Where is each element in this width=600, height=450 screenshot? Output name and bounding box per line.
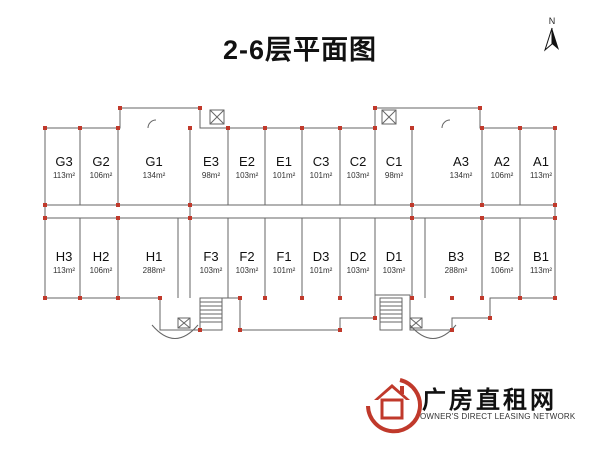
unit-id: G3 — [55, 154, 72, 169]
unit-id: A3 — [453, 154, 469, 169]
unit-area: 101m² — [310, 266, 333, 275]
unit-id: C1 — [386, 154, 403, 169]
plan-title: 2-6层平面图 — [222, 35, 378, 65]
unit-area: 134m² — [143, 171, 166, 180]
unit-id: G1 — [145, 154, 162, 169]
unit-labels: G3 113m² G2 106m² G1 134m² E3 98m² E2 103m² E1 101m… — [53, 154, 552, 275]
unit-id: H3 — [56, 249, 73, 264]
unit-id: B2 — [494, 249, 510, 264]
unit-area: 101m² — [273, 171, 296, 180]
unit-area: 106m² — [90, 171, 113, 180]
unit-area: 103m² — [347, 266, 370, 275]
unit-id: E1 — [276, 154, 292, 169]
unit-id: D3 — [313, 249, 330, 264]
brand-logo: 广房直租网 OWNER'S DIRECT LEASING NETWORK — [360, 362, 590, 442]
plan-walls — [44, 107, 556, 339]
unit-area: 98m² — [202, 171, 221, 180]
unit-area: 288m² — [143, 266, 166, 275]
unit-area: 103m² — [200, 266, 223, 275]
unit-id: F2 — [239, 249, 254, 264]
unit-area: 113m² — [53, 171, 75, 180]
unit-area: 103m² — [236, 171, 259, 180]
unit-area: 106m² — [491, 266, 514, 275]
unit-area: 113m² — [53, 266, 75, 275]
unit-id: C2 — [350, 154, 367, 169]
unit-id: C3 — [313, 154, 330, 169]
unit-area: 113m² — [530, 171, 552, 180]
unit-area: 288m² — [445, 266, 468, 275]
unit-id: H1 — [146, 249, 163, 264]
north-arrow-icon — [543, 27, 559, 52]
unit-id: A2 — [494, 154, 510, 169]
logo-name: 广房直租网 — [422, 386, 557, 414]
unit-area: 103m² — [383, 266, 406, 275]
unit-id: F1 — [276, 249, 291, 264]
unit-area: 103m² — [236, 266, 259, 275]
unit-area: 98m² — [385, 171, 404, 180]
unit-id: A1 — [533, 154, 549, 169]
unit-id: F3 — [203, 249, 218, 264]
unit-id: B3 — [448, 249, 464, 264]
unit-area: 134m² — [450, 171, 473, 180]
unit-area: 103m² — [347, 171, 370, 180]
logo-tagline: OWNER'S DIRECT LEASING NETWORK — [420, 412, 576, 421]
structural-columns — [43, 106, 557, 332]
north-label: N — [548, 16, 556, 26]
unit-area: 101m² — [273, 266, 296, 275]
unit-id: D2 — [350, 249, 367, 264]
unit-area: 113m² — [530, 266, 552, 275]
unit-id: E2 — [239, 154, 255, 169]
unit-id: H2 — [93, 249, 110, 264]
unit-area: 101m² — [310, 171, 333, 180]
unit-id: B1 — [533, 249, 549, 264]
unit-area: 106m² — [491, 171, 514, 180]
house-logo-icon — [366, 378, 422, 434]
north-arrow: N — [543, 16, 561, 54]
unit-id: D1 — [386, 249, 403, 264]
unit-area: 106m² — [90, 266, 113, 275]
unit-id: G2 — [92, 154, 109, 169]
unit-id: E3 — [203, 154, 219, 169]
